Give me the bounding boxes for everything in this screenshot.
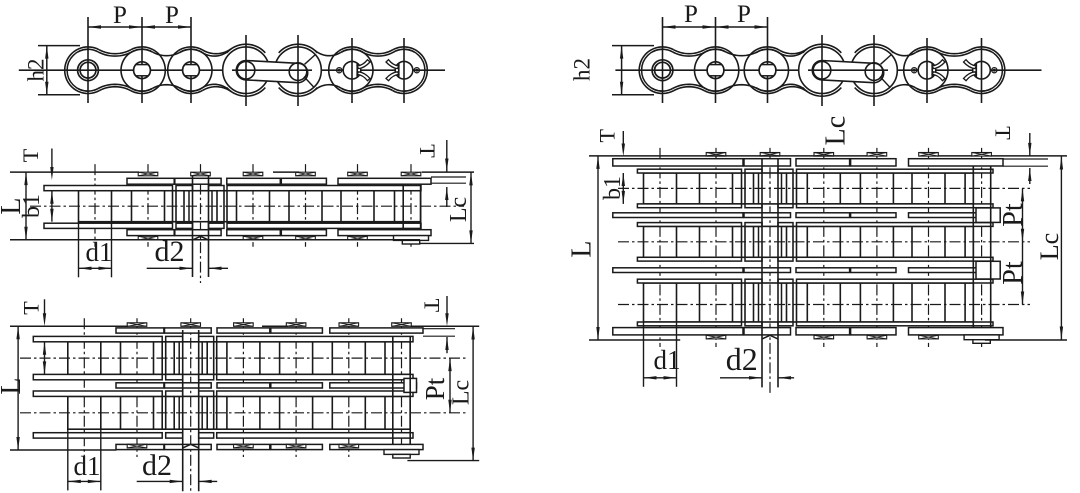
svg-text:P: P	[684, 1, 698, 28]
svg-text:d2: d2	[142, 449, 172, 482]
svg-text:Lc: Lc	[446, 197, 472, 222]
svg-text:T: T	[595, 129, 620, 143]
svg-text:Lc: Lc	[821, 116, 852, 146]
svg-text:d2: d2	[155, 235, 185, 268]
svg-text:T: T	[991, 126, 1016, 140]
svg-text:T: T	[18, 148, 43, 162]
svg-text:T: T	[420, 299, 445, 313]
svg-text:h2: h2	[24, 59, 49, 82]
svg-text:d1: d1	[74, 451, 101, 481]
svg-text:L: L	[0, 377, 27, 394]
svg-text:d1: d1	[654, 345, 681, 375]
svg-text:P: P	[113, 2, 127, 29]
svg-text:L: L	[567, 240, 598, 257]
svg-text:Pt: Pt	[420, 377, 450, 400]
svg-text:Pt: Pt	[998, 203, 1029, 227]
svg-text:d1: d1	[86, 237, 113, 267]
svg-text:T: T	[19, 301, 44, 315]
svg-text:b1: b1	[19, 194, 45, 218]
svg-text:h2: h2	[570, 58, 595, 81]
svg-text:L: L	[0, 197, 27, 214]
svg-text:d2: d2	[726, 341, 758, 377]
svg-text:Pt: Pt	[998, 261, 1029, 285]
svg-text:Lc: Lc	[1035, 233, 1064, 260]
svg-text:Lc: Lc	[449, 380, 475, 405]
svg-text:P: P	[165, 2, 179, 29]
svg-text:T: T	[415, 144, 440, 158]
svg-text:P: P	[737, 1, 751, 28]
svg-text:b1: b1	[600, 176, 626, 200]
